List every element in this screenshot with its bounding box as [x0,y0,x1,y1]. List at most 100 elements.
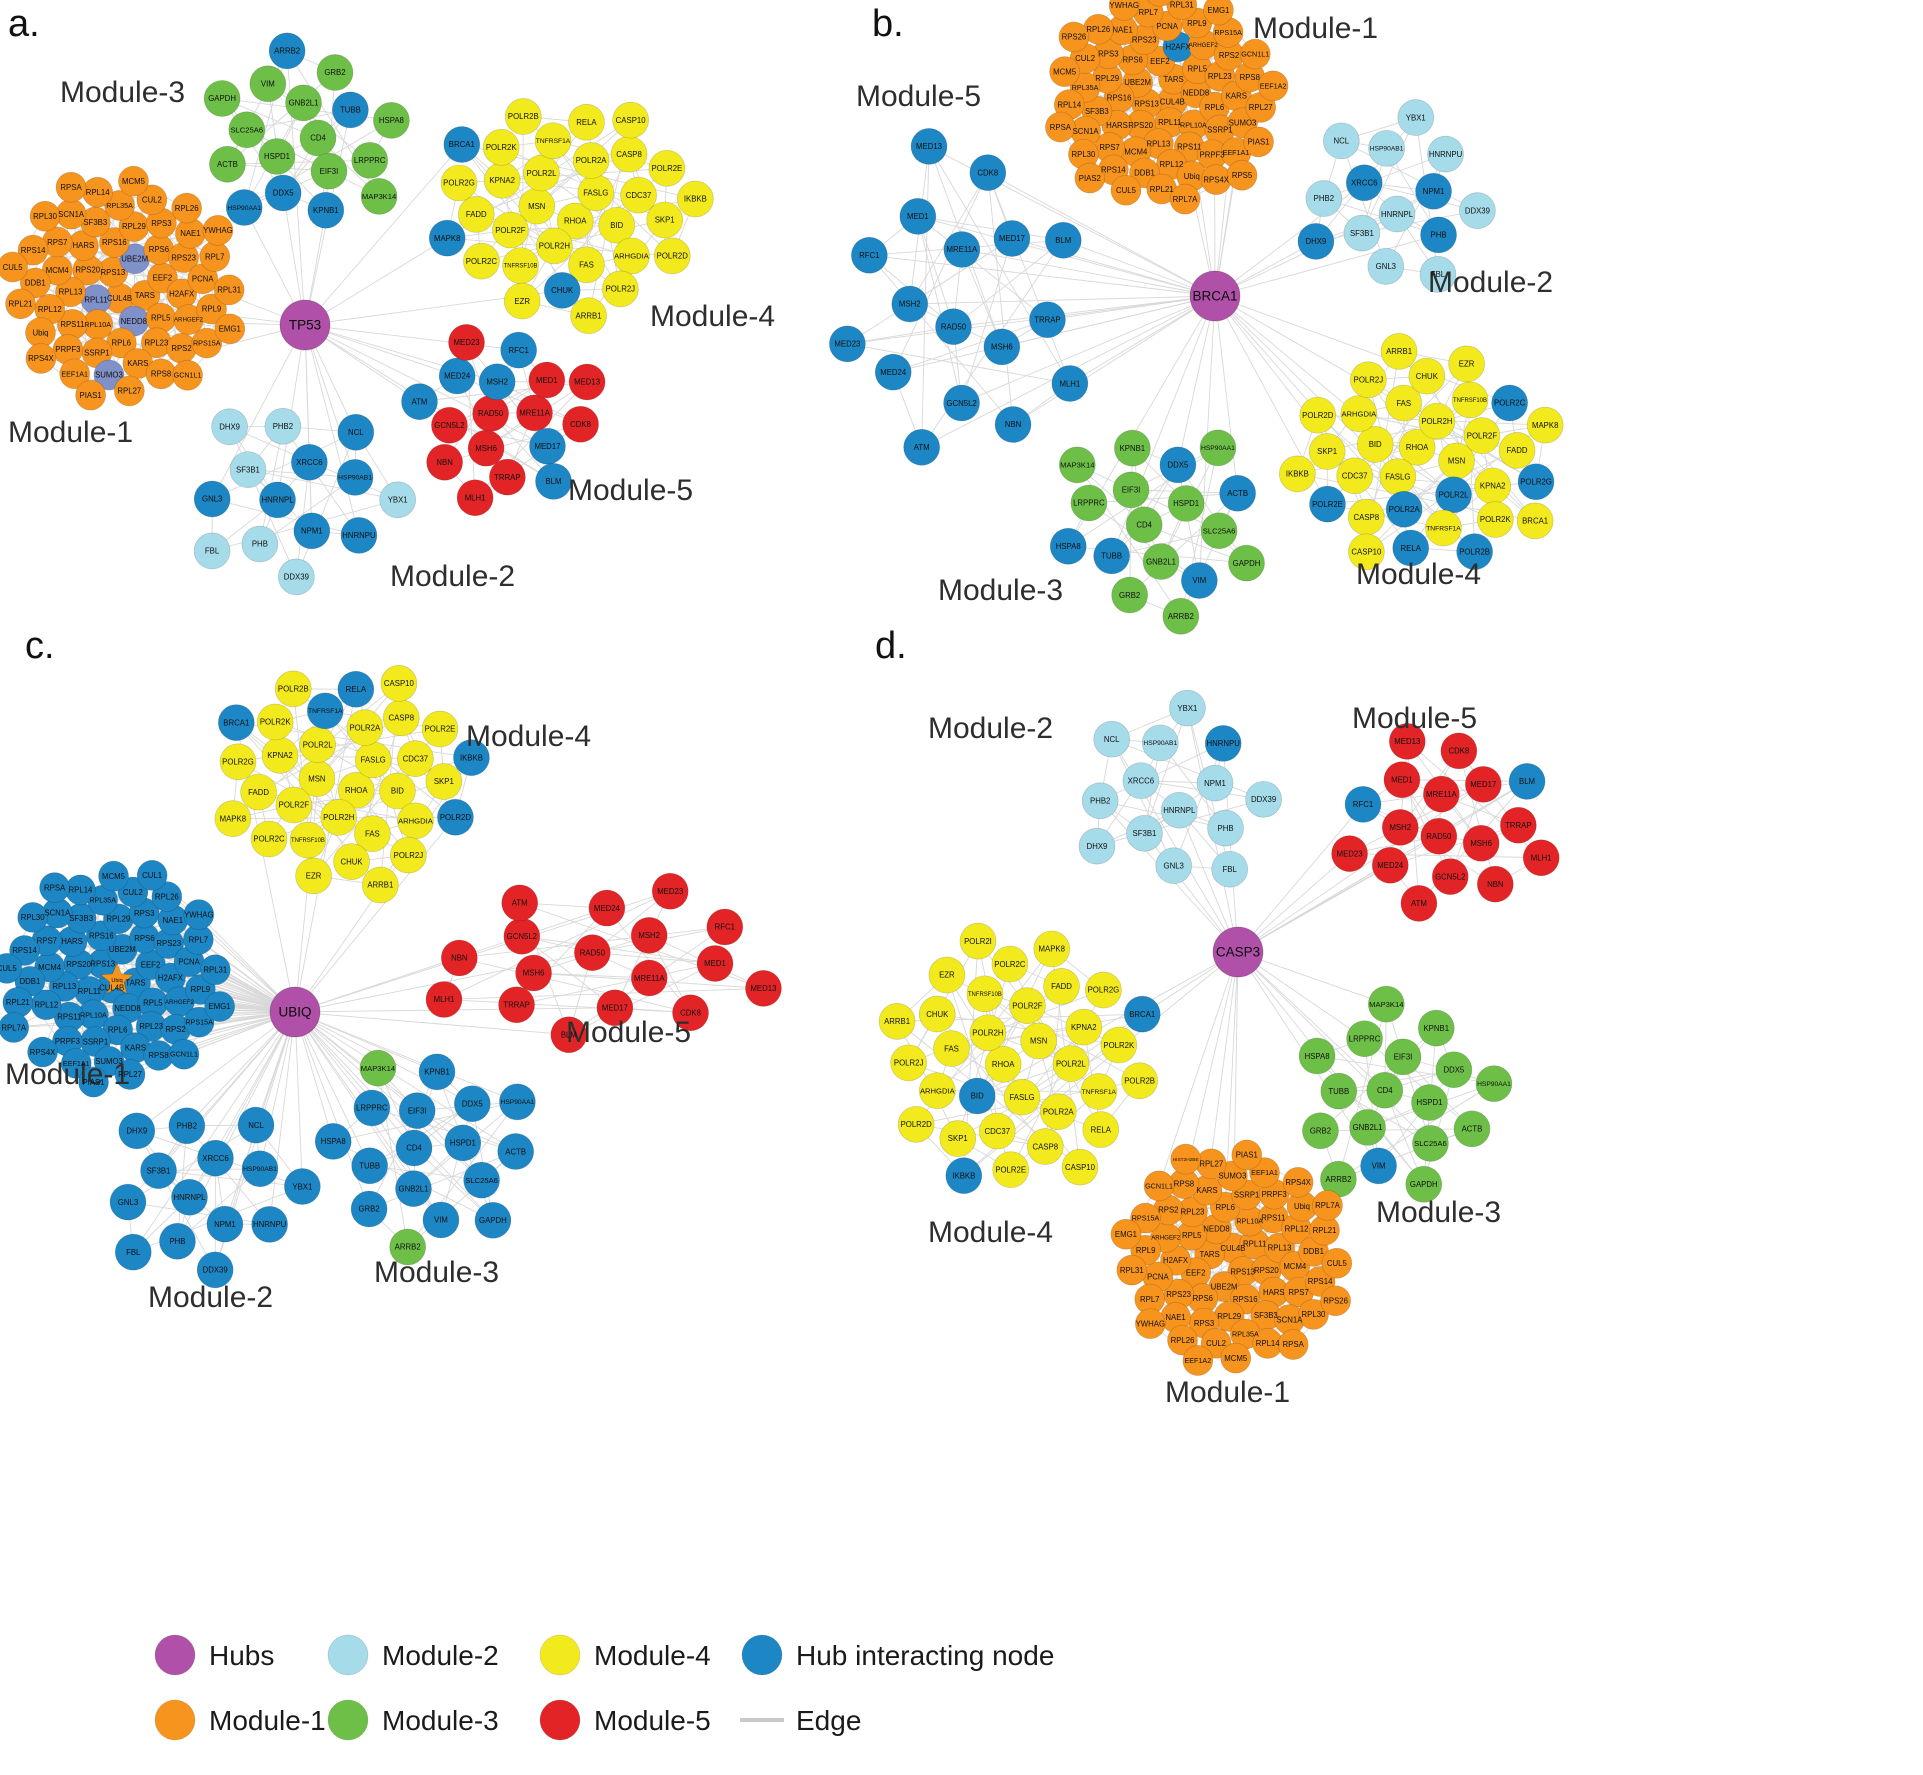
node-label: RPL14 [1057,100,1082,109]
node-polr2h [1418,402,1456,440]
node-gcn1l1 [1143,1170,1175,1202]
node-cul5 [0,251,28,283]
node-label: MED23 [834,340,860,349]
node-fadd [1043,968,1080,1005]
node-label: HNRNPU [1429,150,1463,159]
node-label: RPS13 [1230,1267,1255,1276]
node-label: RPS23 [156,939,181,948]
node-hsp90aa1 [225,189,263,226]
node-polr2g [1085,971,1122,1009]
node-label: RPS2 [1219,51,1239,60]
node-label: RPL6 [1215,1203,1235,1212]
node-cdk8 [1440,732,1478,770]
node-gapdh [474,1201,512,1239]
node-label: ARRB1 [884,1017,910,1026]
node-actb [209,145,246,183]
node-label: NCL [1104,735,1120,744]
node-label: MED13 [916,142,942,151]
node-kpnb1 [307,191,345,229]
node-label: GCN1L1 [1145,1182,1173,1190]
node-lrpprc [353,1089,391,1127]
node-label: RPS6 [1193,1294,1213,1303]
node-label: DHX9 [219,422,240,431]
node-label: EEF1A1 [1223,149,1250,157]
edge [928,146,1071,384]
edge [136,1011,296,1132]
node-label: RPS4X [28,354,54,363]
node-ywhag [1108,0,1140,21]
node-label: NAE1 [1112,26,1132,35]
node-bid [958,1077,996,1115]
node-label: HARS [1106,121,1128,130]
node-ddx39 [196,1251,234,1289]
node-ezr [1448,345,1485,383]
node-label: RPS2 [165,1025,185,1034]
node-label: BRCA1 [1522,517,1548,526]
node-bid [598,206,636,244]
node-polr2h [320,798,358,836]
node-label: LRPPRC [1349,1034,1381,1043]
node-label: CHUK [926,1010,949,1019]
edge [186,1011,296,1127]
node-label: SLC25A6 [230,125,263,134]
node-label: FADD [1051,982,1072,991]
node-label: GAPDH [1410,1180,1438,1189]
node-map3k14 [360,178,398,215]
node-label: SLC25A6 [465,1176,498,1185]
node-grb2 [350,1190,388,1228]
node-polr2l [1435,476,1472,514]
node-label: UBE2M [1124,78,1151,87]
node-label: PHB [1218,824,1234,833]
edge [987,172,1216,297]
node-label: RPL10A [80,1011,107,1019]
edge [917,215,1048,321]
node-arrb1 [570,297,607,335]
node-label: RPL6 [112,339,132,348]
node-label: HARS [73,241,95,250]
node-label: HNRNPU [1207,739,1241,748]
node-mcm5 [1049,56,1080,87]
node-label: XRCC6 [202,1154,228,1163]
edge [295,432,357,578]
node-label: FBL [205,547,220,556]
module-label: Module-3 [1376,1196,1501,1229]
node-tnfrsf10b [289,821,327,859]
node-label: RPL13 [1268,1244,1292,1253]
node-med17 [1464,766,1502,803]
node-label: MED1 [907,212,929,221]
node-label: MED1 [1391,775,1413,784]
node-label: CDK8 [1448,747,1469,756]
node-label: NCL [248,1121,264,1130]
node-label: POLR2H [539,242,570,251]
node-trrap [1499,806,1537,844]
node-kpnb1 [1114,429,1151,467]
node-label: PCNA [1156,22,1178,31]
node-polr2f [1463,417,1501,455]
node-label: HSPD1 [450,1139,476,1148]
node-label: BLM [1519,777,1535,786]
node-label: HSP90AB1 [338,475,372,482]
node-label: RPL35A [1072,84,1099,92]
node-polr2b [504,98,542,135]
node-label: KARS [1226,91,1247,100]
node-rps4x [1282,1167,1314,1198]
node-rpsa [39,872,70,903]
node-rpsa [1277,1329,1309,1360]
node-label: RPS3 [134,909,154,918]
node-rps26 [1320,1285,1351,1317]
node-label: NPM1 [1204,779,1226,788]
node-cd4 [299,119,337,157]
node-label: ARHGDIA [614,252,650,261]
node-cul5 [1321,1247,1353,1279]
node-label: ATM [412,397,428,406]
node-lrpprc [1070,484,1108,522]
node-label: CASP8 [1354,513,1380,522]
node-label: CUL4B [107,294,132,303]
edge [1012,295,1216,425]
node-label: CD4 [310,134,326,143]
node-label: CASP8 [1032,1142,1058,1151]
node-label: RPL14 [69,886,94,895]
node-label: FASLG [361,756,386,765]
node-label: RPL13 [52,982,76,991]
node-label: RPL27 [1249,103,1273,112]
